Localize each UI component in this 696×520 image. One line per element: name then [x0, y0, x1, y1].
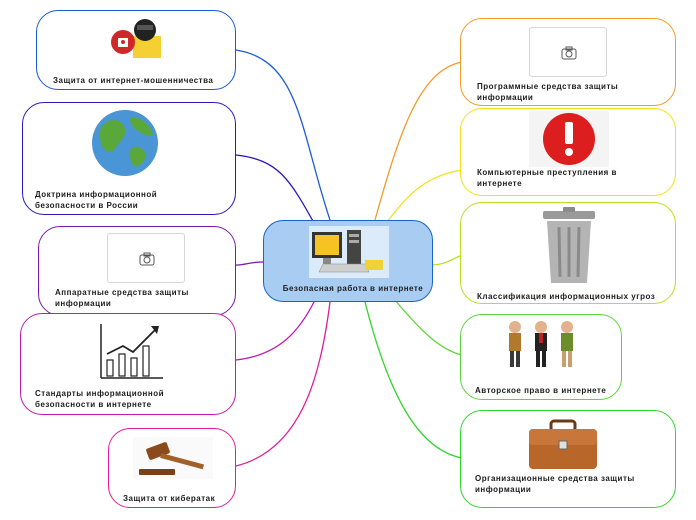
node-doctrine[interactable]: Доктрина информационной безопасности в Р…: [22, 102, 236, 215]
node-threats[interactable]: Классификация информационных угроз: [460, 202, 676, 304]
briefcase-icon: [529, 419, 597, 469]
node-organizational-label: Организационные средства защиты информац…: [475, 474, 635, 494]
camera-placeholder-icon: [561, 46, 577, 60]
node-copyright-label: Авторское право в интернете: [475, 386, 607, 395]
people-icon: [509, 321, 573, 367]
exclamation-icon: [529, 111, 609, 167]
node-cyberattack[interactable]: Защита от кибератак: [108, 428, 236, 508]
link-standards: [235, 299, 316, 361]
link-software: [374, 61, 463, 221]
node-copyright[interactable]: Авторское право в интернете: [460, 314, 622, 400]
link-threats: [429, 254, 463, 266]
link-copyright: [394, 299, 463, 356]
link-fraud: [235, 49, 331, 221]
node-doctrine-label: Доктрина информационной безопасности в Р…: [35, 190, 158, 210]
gavel-icon: [133, 437, 213, 479]
node-cyberattack-label: Защита от кибератак: [123, 494, 216, 503]
node-software-label: Программные средства защиты информации: [477, 82, 619, 102]
node-organizational[interactable]: Организационные средства защиты информац…: [460, 410, 676, 508]
globe-icon: [92, 110, 158, 176]
image-placeholder: [529, 27, 607, 77]
camera-placeholder-icon: [139, 252, 155, 266]
node-standards[interactable]: Стандарты информационной безопасности в …: [20, 313, 236, 415]
center-topic[interactable]: Безопасная работа в интернете: [263, 220, 433, 302]
node-fraud[interactable]: Защита от интернет-мошенничества: [36, 10, 236, 90]
node-threats-label: Классификация информационных угроз: [477, 292, 656, 301]
link-hardware: [235, 261, 264, 266]
trash-can-icon: [543, 207, 595, 283]
node-fraud-label: Защита от интернет-мошенничества: [53, 76, 214, 85]
node-crimes[interactable]: Компьютерные преступления в интернете: [460, 108, 676, 196]
link-crimes: [384, 169, 463, 226]
node-hardware-label: Аппаратные средства защиты информации: [55, 288, 189, 308]
link-organizational: [364, 301, 463, 459]
hacker-icon: [111, 19, 161, 58]
node-standards-label: Стандарты информационной безопасности в …: [35, 389, 165, 409]
center-label: Безопасная работа в интернете: [282, 284, 424, 293]
chart-drawing-icon: [100, 324, 163, 379]
node-hardware[interactable]: Аппаратные средства защиты информации: [38, 226, 236, 316]
link-cyberattack: [235, 301, 331, 467]
image-placeholder: [107, 233, 185, 283]
node-software[interactable]: Программные средства защиты информации: [460, 18, 676, 106]
link-doctrine: [235, 154, 319, 231]
computer-icon: [309, 226, 389, 278]
node-crimes-label: Компьютерные преступления в интернете: [477, 168, 617, 188]
